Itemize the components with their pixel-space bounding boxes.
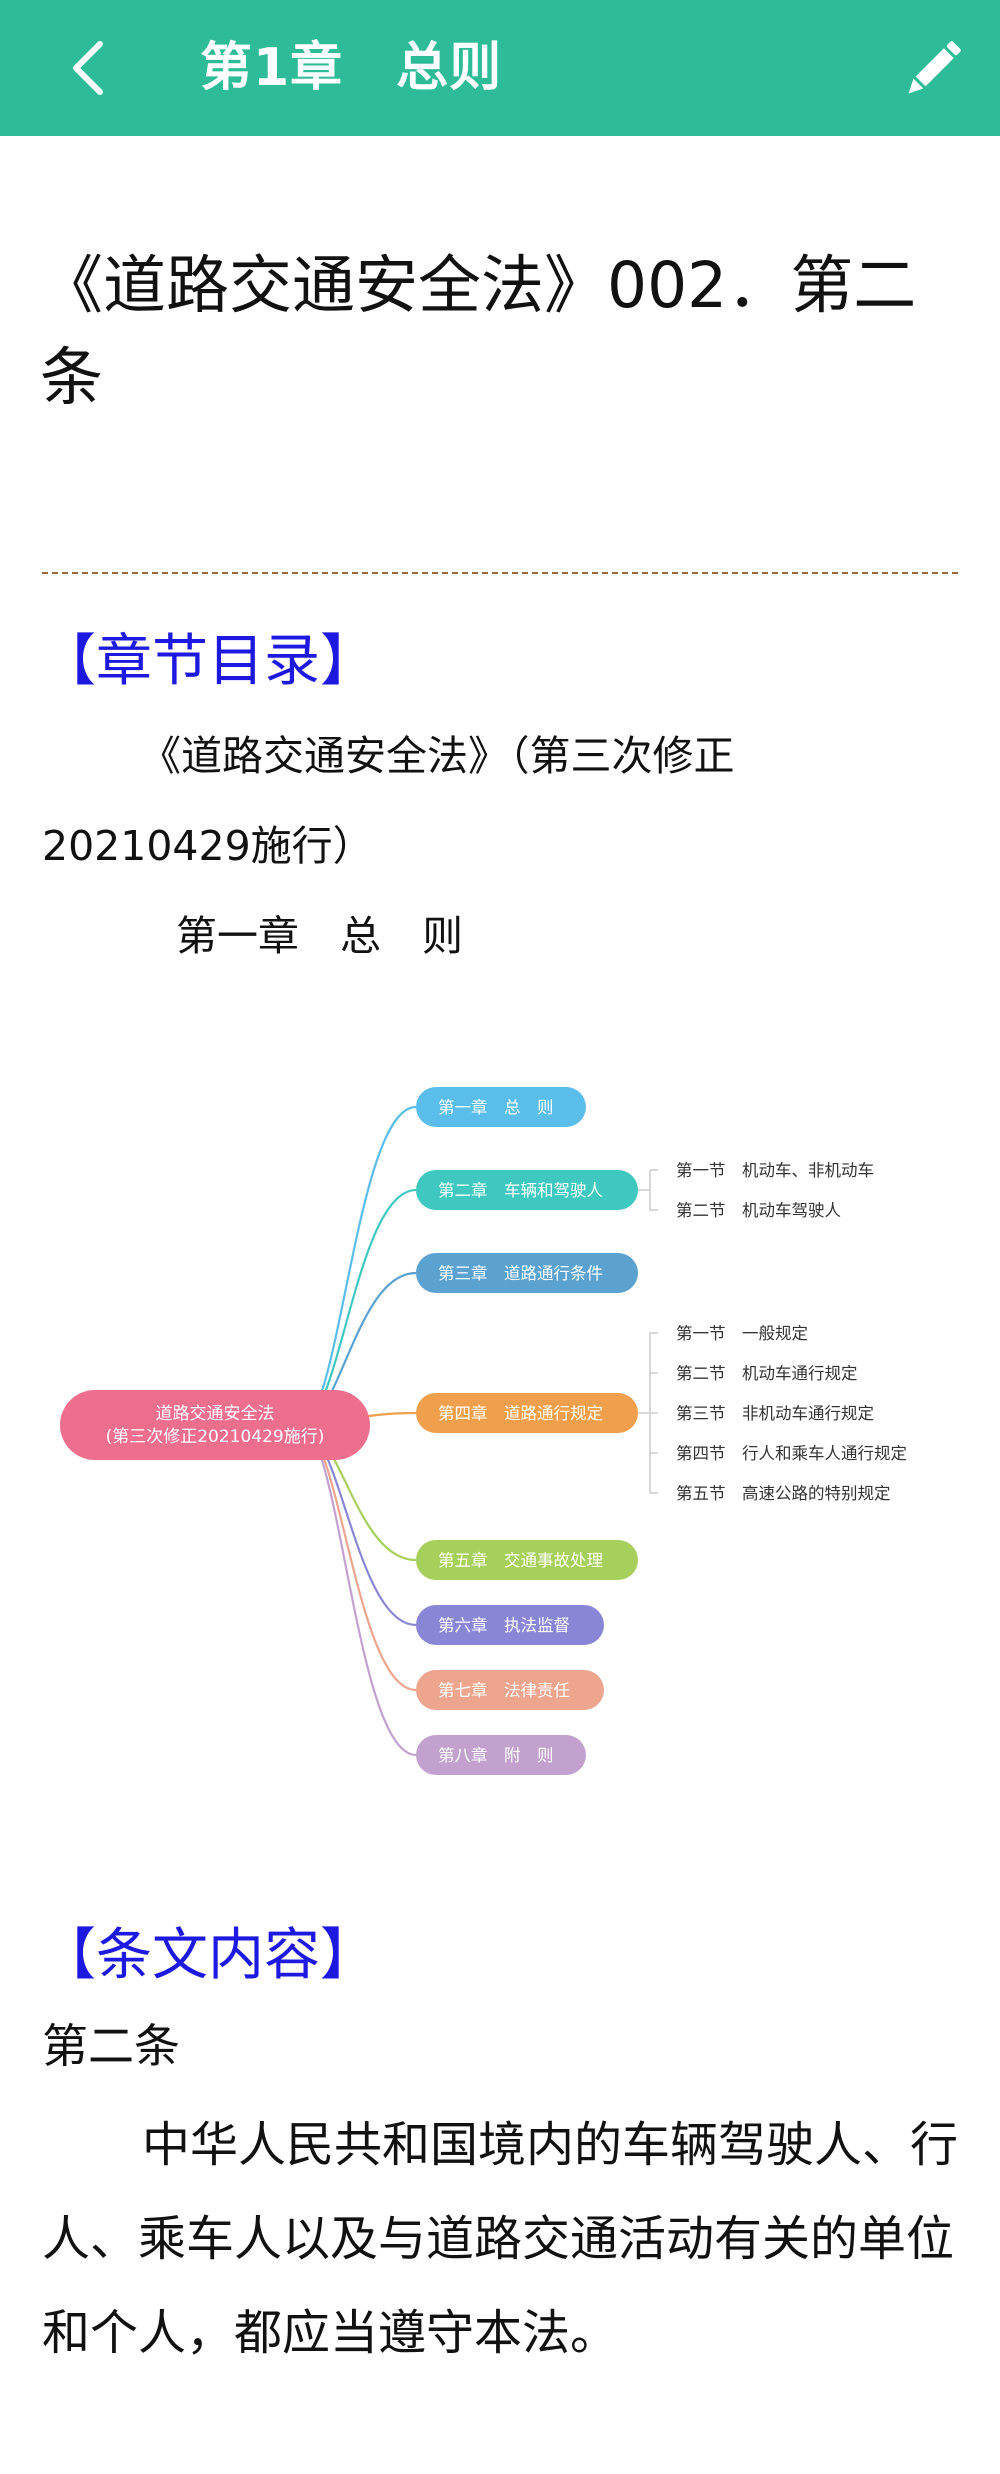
mindmap-chapter-label: 第二章 车辆和驾驶人 — [438, 1181, 603, 1200]
mindmap-root-label: 道路交通安全法 — [156, 1404, 275, 1424]
mindmap-section-label: 第二节 机动车通行规定 — [676, 1364, 858, 1383]
mindmap-chapter-node — [416, 1393, 638, 1433]
mindmap-chapter-label: 第三章 道路通行条件 — [438, 1264, 603, 1283]
edit-button[interactable] — [888, 22, 980, 114]
article-text: 中华人民共和国境内的车辆驾驶人、行人、乘车人以及与道路交通活动有关的单位和个人，… — [42, 2117, 959, 2361]
mindmap-chapter-node — [416, 1170, 638, 1210]
mindmap-section-label: 第一节 机动车、非机动车 — [676, 1161, 874, 1180]
mindmap-chapter-node — [416, 1253, 638, 1293]
mindmap-section-label: 第四节 行人和乘车人通行规定 — [676, 1444, 907, 1463]
mindmap-chapter-node — [416, 1087, 586, 1127]
mindmap-chapter-label: 第六章 执法监督 — [438, 1616, 570, 1635]
mindmap-chapter-label: 第七章 法律责任 — [438, 1681, 570, 1700]
mindmap-connector — [299, 1188, 417, 1427]
mindmap-section-label: 第五节 高速公路的特别规定 — [676, 1484, 891, 1503]
app-bar: 第1章 总则 — [0, 0, 1000, 136]
mindmap-chapter-label: 第八章 附 则 — [438, 1746, 554, 1765]
mindmap-chapter-node — [416, 1605, 604, 1645]
mindmap-section-label: 第三节 非机动车通行规定 — [676, 1404, 874, 1423]
toc-heading: 【章节目录】 — [40, 629, 376, 694]
mindmap-chapter-node — [416, 1670, 604, 1710]
mindmap-chapter-node — [416, 1735, 586, 1775]
chevron-left-icon — [73, 41, 103, 95]
mindmap-root-sublabel: (第三次修正20210429施行) — [106, 1427, 325, 1447]
mindmap-chapter-node — [416, 1540, 638, 1580]
mindmap-connector — [299, 1105, 417, 1427]
pencil-icon — [908, 41, 961, 94]
page-title: 第1章 总则 — [200, 38, 503, 98]
toc-line-2: 20210429施行） — [42, 822, 374, 870]
mindmap-section-label: 第一节 一般规定 — [676, 1324, 808, 1343]
mindmap-section-label: 第二节 机动车驾驶人 — [676, 1201, 841, 1220]
content-heading: 【条文内容】 — [40, 1923, 376, 1988]
article-number: 第二条 — [42, 2019, 180, 2073]
mindmap-connector — [299, 1423, 417, 1692]
article-title: 《道路交通安全法》002．第二条 — [40, 249, 917, 414]
mindmap-chapter-label: 第五章 交通事故处理 — [438, 1551, 603, 1570]
back-button[interactable] — [44, 22, 136, 114]
mindmap-chapter-label: 第四章 道路通行规定 — [438, 1404, 603, 1423]
toc-line-3: 第一章 总 则 — [176, 912, 463, 960]
mindmap-bracket — [649, 1169, 658, 1211]
mindmap-root-node — [60, 1390, 370, 1460]
toc-line-1: 《道路交通安全法》（第三次修正 — [140, 732, 735, 780]
mindmap-chapter-label: 第一章 总 则 — [438, 1098, 554, 1117]
dashed-divider — [42, 572, 958, 574]
